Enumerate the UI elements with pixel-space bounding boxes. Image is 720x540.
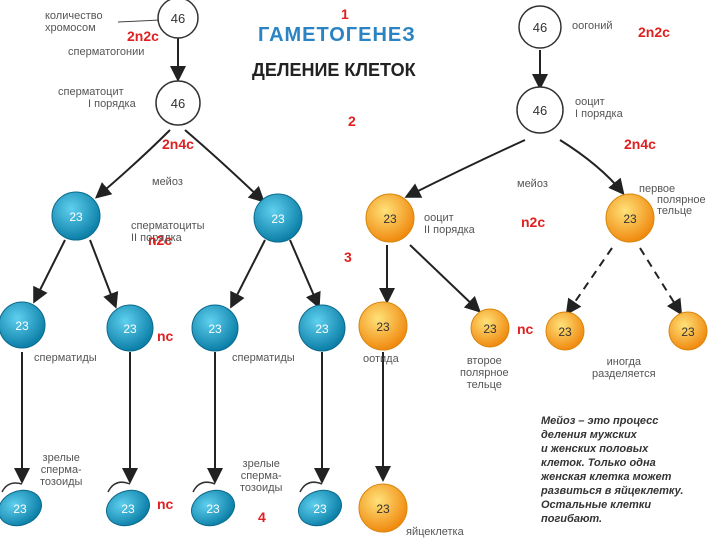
svg-text:23: 23 <box>313 502 327 516</box>
diagram-subtitle: ДЕЛЕНИЕ КЛЕТОК <box>252 60 416 80</box>
spermatocyte-2-cell-left: 23 <box>51 191 101 241</box>
label-spermatogonia: сперматогонии <box>68 46 145 58</box>
spermatocyte-1-cell: 46 <box>155 80 201 126</box>
sperm-formula-n2c: n2c <box>148 232 173 248</box>
oocyte-1-cell: 46 <box>516 86 564 134</box>
label-spermatids-mid: сперматиды <box>232 352 295 364</box>
oo-formula-n2c: n2c <box>521 214 546 230</box>
spermatozoon-3: 23 <box>191 481 235 527</box>
oo-formula-nc: nc <box>517 321 534 337</box>
spermatocyte-2-cell-right: 23 <box>253 193 303 243</box>
svg-text:23: 23 <box>69 210 83 224</box>
label-spermatids-left: сперматиды <box>34 352 97 364</box>
svg-text:23: 23 <box>206 502 220 516</box>
svg-text:46: 46 <box>171 11 185 26</box>
step-number-2: 2 <box>348 113 356 129</box>
meiosis-note: Мейоз – это процесс деления мужских и же… <box>541 415 684 525</box>
label-egg: яйцеклетка <box>406 526 464 538</box>
sperm-formula-nc-2: nc <box>157 496 174 512</box>
oogenesis-arrows <box>375 50 625 482</box>
oocyte-2-cell: 23 <box>365 193 415 243</box>
spermatogonium-cell: 46 <box>157 0 199 39</box>
oogonium-cell: 46 <box>518 5 562 49</box>
svg-text:23: 23 <box>376 320 390 334</box>
svg-text:23: 23 <box>376 502 390 516</box>
polar-body-1-child-right: 23 <box>668 311 708 351</box>
sperm-formula-2n2c: 2n2c <box>127 28 159 44</box>
svg-text:23: 23 <box>121 502 135 516</box>
egg-cell: 23 <box>358 483 408 533</box>
oo-formula-2n2c: 2n2c <box>638 24 670 40</box>
oo-formula-2n4c: 2n4c <box>624 136 656 152</box>
polar-body-1-child-left: 23 <box>545 311 585 351</box>
label-oogonia: оогоний <box>572 20 613 32</box>
spermatogenesis-arrows <box>14 38 330 484</box>
label-meiosis-right: мейоз <box>517 178 548 190</box>
step-number-1: 1 <box>341 6 349 22</box>
svg-text:23: 23 <box>271 212 285 226</box>
svg-text:46: 46 <box>533 20 547 35</box>
spermatozoon-2: 23 <box>106 481 150 527</box>
svg-text:23: 23 <box>383 212 397 226</box>
chrom-pointer-line <box>117 19 161 23</box>
label-ootid: оотида <box>363 353 399 365</box>
spermatozoon-4: 23 <box>298 481 342 527</box>
svg-text:23: 23 <box>623 212 637 226</box>
polar-body-dashed-arrows <box>565 247 683 316</box>
step-number-4: 4 <box>258 509 266 525</box>
svg-text:46: 46 <box>171 96 185 111</box>
spermatid-cell-1: 23 <box>0 301 46 349</box>
spermatid-cell-2: 23 <box>106 304 154 352</box>
step-number-3: 3 <box>344 249 352 265</box>
spermatozoon-1: 23 <box>0 482 42 527</box>
spermatid-cell-3: 23 <box>191 304 239 352</box>
polar-body-1-cell: 23 <box>605 193 655 243</box>
svg-text:23: 23 <box>13 502 27 516</box>
svg-text:23: 23 <box>15 319 29 333</box>
polar-body-2-cell: 23 <box>470 308 510 348</box>
sperm-formula-nc-1: nc <box>157 328 174 344</box>
spermatid-cell-4: 23 <box>298 304 346 352</box>
ootid-cell: 23 <box>358 301 408 351</box>
label-meiosis-left: мейоз <box>152 176 183 188</box>
svg-text:23: 23 <box>681 325 695 339</box>
svg-text:23: 23 <box>315 322 329 336</box>
diagram-title: ГАМЕТОГЕНЕЗ <box>258 24 416 46</box>
sperm-formula-2n4c: 2n4c <box>162 136 194 152</box>
svg-text:23: 23 <box>558 325 572 339</box>
svg-text:46: 46 <box>533 103 547 118</box>
svg-text:23: 23 <box>208 322 222 336</box>
svg-text:23: 23 <box>123 322 137 336</box>
svg-text:23: 23 <box>483 322 497 336</box>
